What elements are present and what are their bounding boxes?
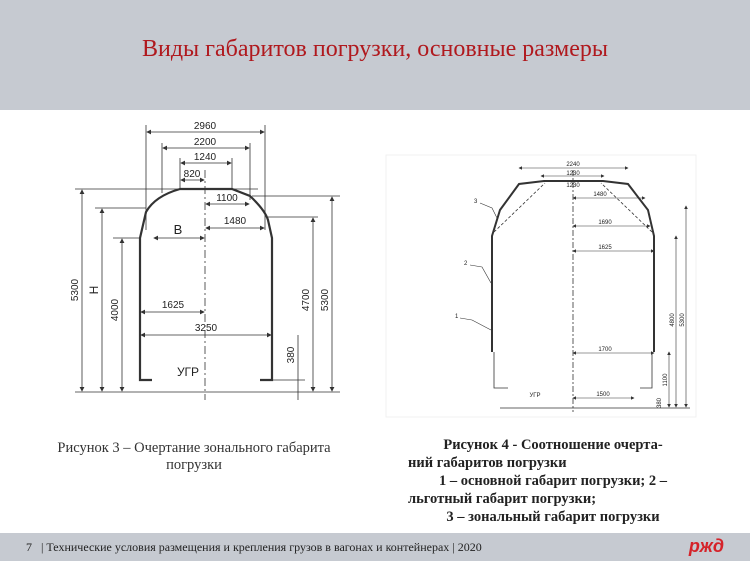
rzd-logo: ржд [688,536,724,556]
callout-3: 3 [474,199,478,205]
dim-label: 380 [657,397,663,408]
slide-title: Виды габаритов погрузки, основные размер… [141,36,609,62]
dim-label: 5300 [320,288,331,311]
dim-label: 1240 [194,152,217,163]
caption-line: 3 – зональный габарит погрузки [446,509,660,525]
header-band [0,0,750,110]
dim-label: 5300 [70,278,81,301]
figure-3-caption: Рисунок 3 – Очертание зонального габарит… [38,440,350,474]
dim-label: 1625 [598,245,612,251]
dim-label: 1625 [162,300,185,311]
caption-line: Рисунок 4 - Соотношение очерта- [443,437,663,453]
footer-caption: | Технические условия размещения и крепл… [41,540,482,554]
dim-label: 1230 [566,183,580,189]
figure-3-drawing [75,125,340,400]
dim-label: H [87,286,101,295]
page-number: 7 [26,540,32,554]
dim-label: 3250 [195,323,218,334]
figure-3-labels: 2960 2200 1240 820 1100 1480 B 1625 3250… [70,121,331,379]
caption-line: Рисунок 3 – Очертание зонального габарит… [57,440,331,456]
figure-4-caption: Рисунок 4 - Соотношение очерта- ний габа… [408,436,698,526]
dim-label: 1690 [598,220,612,226]
dim-label: 820 [184,169,201,180]
dim-label: 5300 [680,313,686,327]
figure-4-drawing [385,154,697,418]
caption-line: ний габаритов погрузки [408,455,567,471]
dim-label: 4800 [670,313,676,327]
footer-band: 7 | Технические условия размещения и кре… [0,533,750,561]
dim-label: 1480 [224,216,247,227]
dim-label: 1500 [596,392,610,398]
figure-4-labels: 2240 1230 1230 1480 1690 1625 1700 1500 … [455,162,686,408]
footer-text: 7 | Технические условия размещения и кре… [26,540,482,555]
dim-label: 1100 [663,373,669,387]
dim-label: B [174,222,183,237]
dim-label: 1230 [566,171,580,177]
dim-label: 4000 [110,298,121,321]
dim-label: 2200 [194,137,217,148]
dim-label: 380 [286,346,297,363]
ugr-label: УГР [177,365,199,379]
dim-label: 1100 [216,193,238,204]
dim-label: 2240 [566,162,580,168]
dim-label: 2960 [194,121,217,132]
ugr-label: УГР [529,393,540,399]
caption-line: погрузки [166,457,222,473]
caption-line: 1 – основной габарит погрузки; 2 – [438,473,668,489]
callout-1: 1 [455,314,459,320]
dim-label: 1700 [598,347,612,353]
callout-2: 2 [464,261,468,267]
dim-label: 4700 [301,288,312,311]
caption-line: льготный габарит погрузки; [408,491,597,507]
dim-label: 1480 [593,192,607,198]
